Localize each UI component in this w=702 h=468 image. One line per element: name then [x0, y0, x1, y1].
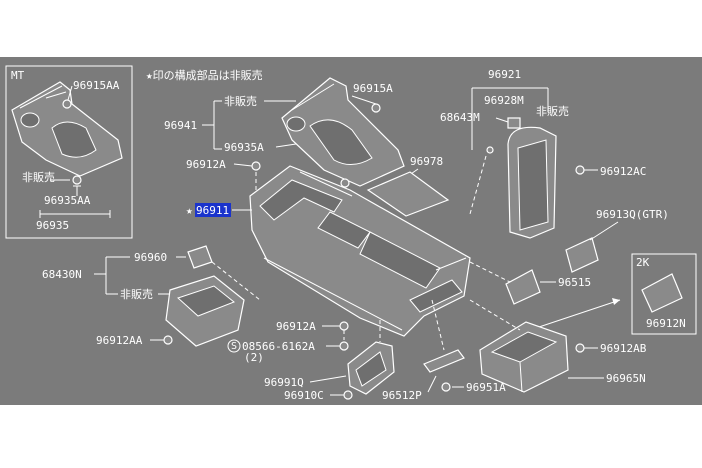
nonsale-label-right: 非販売 [536, 105, 569, 118]
part-68643m: 68643M [440, 111, 480, 124]
2k-part-96912n: 96912N [646, 317, 686, 330]
nonsale-label-top: 非販売 [224, 95, 257, 108]
part-96935a: 96935A [224, 141, 264, 154]
part-96912ac: 96912AC [600, 165, 646, 178]
part-96515: 96515 [558, 276, 591, 289]
part-96910c: 96910C [284, 389, 324, 402]
2k-panel-drawing [641, 273, 683, 313]
part-96912a-mid: 96912A [276, 320, 316, 333]
nonsale-note: ★印の構成部品は非販売 [146, 68, 263, 82]
part-68430n: 68430N [42, 268, 82, 281]
2k-inset-title: 2K [636, 256, 650, 269]
box-96965n-drawing [479, 321, 569, 393]
part-96915a: 96915A [353, 82, 393, 95]
part-96978: 96978 [410, 155, 443, 168]
part-96912a-top: 96912A [186, 158, 226, 171]
screw-96912aa [163, 335, 173, 345]
part-96512p: 96512P [382, 389, 422, 402]
star-marker: ★ [186, 204, 193, 217]
tray-96515-drawing [505, 269, 541, 305]
part-96912ab: 96912AB [600, 342, 647, 355]
part-08566-6162a: 08566-6162A [242, 340, 315, 353]
mt-inset-box [5, 65, 133, 239]
mt-part-96935aa: 96935AA [44, 194, 91, 207]
console-96911-drawing [249, 165, 471, 337]
part-96921: 96921 [488, 68, 521, 81]
part-96912aa: 96912AA [96, 334, 143, 347]
panel-96913q-drawing [565, 237, 599, 273]
part-96951a: 96951A [466, 381, 506, 394]
mt-part-96915aa: 96915AA [73, 79, 120, 92]
screw-96910c [343, 390, 353, 400]
mt-bezel-drawing [11, 81, 123, 218]
part-96911-highlight [195, 203, 231, 217]
screw-96912a-top [251, 161, 261, 171]
part-96911[interactable]: 96911 [196, 204, 229, 217]
screw-96912ab [575, 343, 585, 353]
cover-96960-drawing [187, 245, 213, 269]
part-96991q: 96991Q [264, 376, 304, 389]
mt-part-96935: 96935 [36, 219, 69, 232]
mt-nonsale-label: 非販売 [22, 171, 55, 184]
2k-inset-box [631, 253, 697, 335]
part-96928m: 96928M [484, 94, 524, 107]
part-96913q: 96913Q(GTR) [596, 208, 669, 221]
ashtray-68430n-drawing [165, 275, 245, 347]
screw-96912ac [575, 165, 585, 175]
bezel-96941-drawing [281, 77, 405, 188]
part-08566-qty: (2) [244, 351, 264, 364]
nonsale-label-left: 非販売 [120, 288, 153, 301]
bracket-96991q-drawing [347, 341, 395, 395]
screw-96951a [441, 382, 451, 392]
screw-08566 [339, 341, 349, 351]
armrest-96921-drawing [486, 117, 557, 239]
screw-96912a-mid [339, 321, 349, 331]
screw-symbol-icon [227, 339, 241, 353]
part-96960: 96960 [134, 251, 167, 264]
plate-96512p-drawing [423, 349, 465, 373]
part-96965n: 96965N [606, 372, 646, 385]
part-96941: 96941 [164, 119, 197, 132]
mt-inset-title: MT [11, 69, 25, 82]
screw-symbol-letter: S [231, 341, 237, 352]
lid-96978-drawing [366, 171, 450, 217]
